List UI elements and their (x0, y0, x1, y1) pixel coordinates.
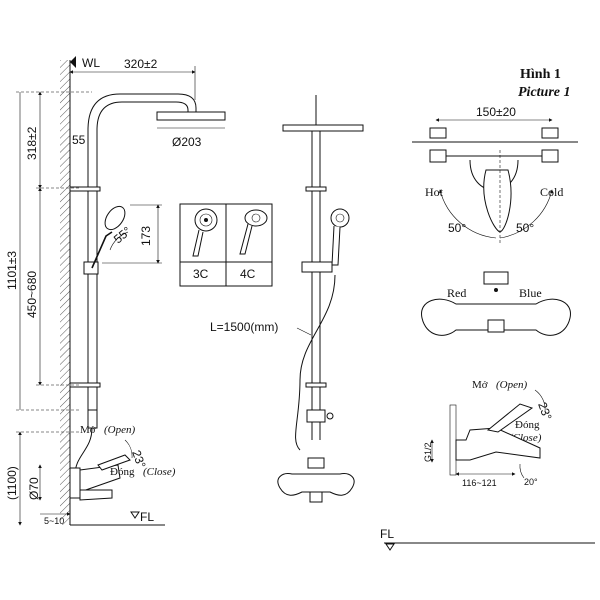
head-types-box: 3C 4C (179, 203, 273, 287)
shower-arm-inner (96, 101, 189, 131)
hose-leader (296, 327, 312, 336)
wall-gap-dim: 5~10 (44, 516, 64, 526)
cold-arc (499, 189, 554, 239)
front-rain-head (282, 124, 364, 132)
lever-arc (124, 439, 133, 459)
hand-shower-4c-icon (239, 209, 268, 255)
fl-marker-left (130, 511, 140, 519)
open-detail-vn: Mở (472, 379, 488, 391)
slide-range-dim: 450~680 (25, 271, 39, 318)
fl-label-left: FL (140, 510, 154, 524)
wall-hatch (60, 60, 70, 525)
side-detail-body (455, 427, 541, 461)
fl-marker-center (385, 543, 395, 551)
front-detail-body (421, 298, 571, 336)
front-slide-holder (301, 261, 333, 273)
wl-marker (70, 56, 76, 68)
arm-length-dim: 320±2 (124, 57, 158, 71)
figure-title-en: Picture 1 (518, 85, 571, 100)
floor-level-center: FL (380, 527, 595, 551)
close-detail-vn: Đóng (515, 419, 540, 431)
shower-arm-outer (87, 93, 197, 131)
total-height-dim: 1101±3 (5, 251, 19, 290)
mixer-lever (97, 454, 131, 471)
hot-angle: 50° (448, 221, 466, 235)
offset-dim: 55 (72, 133, 86, 147)
head-diameter-dim: Ø203 (172, 135, 202, 149)
front-spout (309, 491, 323, 503)
red-label: Red (447, 286, 466, 300)
handshower-height-dim: 173 (139, 226, 153, 246)
wall-flange (69, 467, 81, 499)
angle-arc-55 (109, 231, 129, 251)
side-detail-lever (486, 403, 534, 433)
g12-label: G1/2 (423, 442, 433, 462)
wall-bracket-top (69, 186, 101, 192)
detail-views: Hình 1 Picture 1 150±20 Hot Cold 50° 50°… (412, 67, 578, 488)
head-3c-label: 3C (193, 267, 209, 281)
cold-angle: 50° (516, 221, 534, 235)
head-4c-label: 4C (240, 267, 256, 281)
open-detail-en: (Open) (496, 379, 527, 391)
hot-label: Hot (425, 185, 444, 199)
front-mixer-top (307, 457, 325, 469)
close-label-en: (Close) (143, 466, 176, 478)
rain-shower-head (156, 111, 226, 121)
hot-arc (438, 189, 497, 239)
tub-spout (79, 489, 113, 501)
slide-holder (83, 261, 99, 275)
diverter-body (87, 409, 98, 429)
front-bracket-top (305, 186, 327, 192)
open-label-vn: Mở (80, 424, 96, 436)
cold-label: Cold (540, 185, 563, 199)
hand-shower-3c-icon (192, 208, 218, 257)
fl-label-center: FL (380, 527, 394, 541)
front-view: L=1500(mm) (210, 95, 364, 503)
front-diverter (306, 409, 326, 423)
spout-angle-dim: 20° (524, 477, 538, 487)
lever-angle-detail: 23° (535, 400, 554, 422)
hand-shower-head (104, 205, 126, 231)
inlet-left (429, 127, 447, 139)
upper-height-dim: 318±2 (25, 126, 39, 160)
wl-label: WL (82, 56, 100, 70)
side-view: WL 320±2 Ø203 55 173 55° (5, 56, 226, 526)
flex-hose (295, 274, 336, 451)
hand-shower-handle (91, 231, 113, 269)
figure-title-vn: Hình 1 (520, 67, 561, 82)
flange-diameter-dim: Ø70 (27, 477, 41, 500)
front-hand-shower-handle (331, 225, 341, 266)
spout-depth-dim: 116~121 (462, 478, 497, 488)
open-label-en: (Open) (104, 424, 135, 436)
blue-label: Blue (519, 286, 542, 300)
detail-wall (449, 404, 457, 476)
hose-length-label: L=1500(mm) (210, 320, 278, 334)
close-label-vn: Đóng (110, 466, 135, 478)
top-lever (483, 169, 512, 233)
front-bracket-bottom (305, 382, 327, 388)
front-mixer-body (277, 473, 355, 496)
inlet-right (541, 127, 559, 139)
front-detail-top (483, 271, 509, 285)
inlet-spacing-dim: 150±20 (476, 105, 516, 119)
lever-angle: 23° (129, 448, 148, 470)
front-hand-shower-head (330, 208, 350, 228)
wall-bracket-bottom (69, 382, 101, 388)
mixer-height-dim: (1100) (5, 466, 19, 500)
